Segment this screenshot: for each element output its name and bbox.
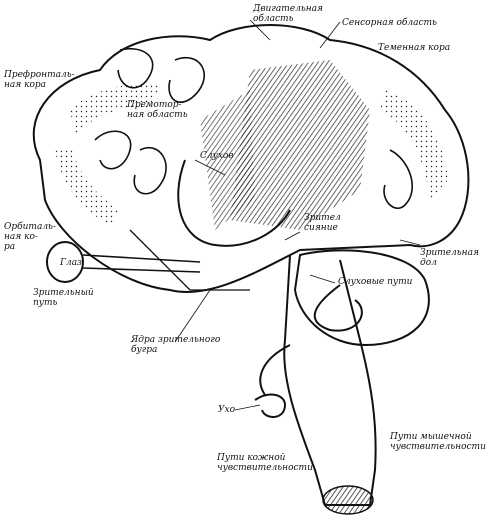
label-visual-lobe: Зрительная дол bbox=[420, 248, 479, 268]
cortex-outline bbox=[32, 24, 470, 293]
label-ear: Ухо bbox=[218, 405, 235, 415]
label-motor-area: Двигательная область bbox=[253, 4, 324, 24]
ear-shape bbox=[254, 393, 287, 418]
label-premotor-area: Премотор- ная область bbox=[127, 100, 188, 120]
label-prefrontal-cortex: Префронталь- ная кора bbox=[4, 70, 75, 90]
label-sensory-area: Сенсорная область bbox=[342, 18, 437, 28]
cerebellum bbox=[293, 249, 430, 347]
label-orbital-cortex: Орбиталь- ная ко- ра bbox=[4, 222, 57, 252]
label-muscle-paths: Пути мышечной чувствительности bbox=[390, 432, 486, 452]
label-auditory: Слухов bbox=[200, 151, 234, 161]
label-skin-paths: Пути кожной чувствительности bbox=[217, 453, 313, 473]
label-thalamus-nuclei: Ядра зрительного бугра bbox=[131, 335, 221, 355]
label-visual-radiation: Зрител сияние bbox=[304, 213, 341, 233]
eye-shape bbox=[46, 241, 84, 283]
label-parietal-cortex: Теменная кора bbox=[378, 43, 451, 53]
label-optic-path: Зрительный путь bbox=[33, 288, 94, 308]
label-eye: Глаз bbox=[60, 258, 82, 268]
label-auditory-paths: Слуховые пути bbox=[338, 277, 413, 287]
spinal-cord-section bbox=[322, 485, 374, 515]
